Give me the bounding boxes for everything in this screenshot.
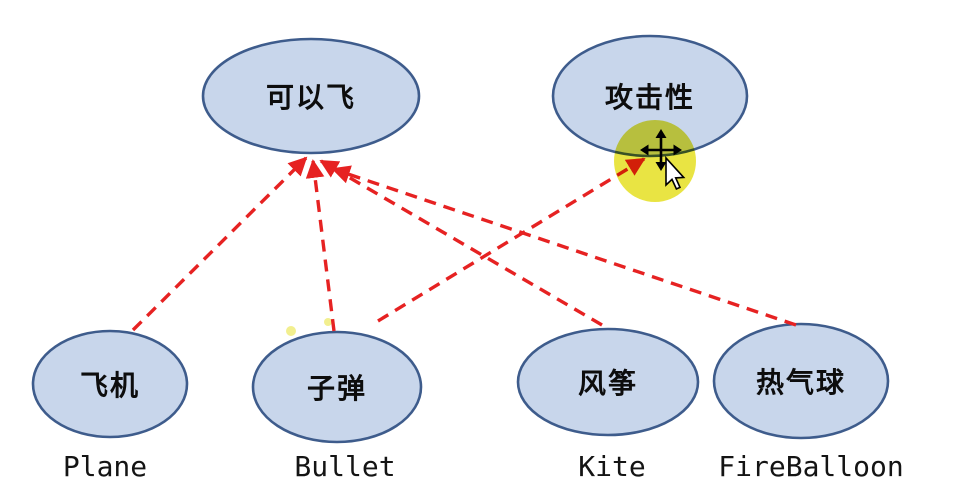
edge-bullet-to-aggressive [377,157,646,323]
edge-plane-to-can-fly [131,156,308,332]
caption-fire-balloon: FireBalloon [718,450,904,483]
node-ellipse-can-fly[interactable] [201,37,421,155]
edge-kite-to-can-fly [319,159,603,327]
edge-fire-balloon-to-can-fly [331,165,797,327]
caption-kite: Kite [578,450,646,483]
node-ellipse-kite[interactable] [516,327,700,437]
caption-bullet: Bullet [294,450,396,483]
highlight-residue [324,318,332,326]
edge-bullet-to-can-fly [305,159,336,332]
node-ellipse-bullet[interactable] [251,330,423,444]
highlight-residue [286,326,296,336]
move-cursor-icon [640,129,682,171]
caption-plane: Plane [62,450,148,483]
cursor-highlight-circle [614,120,696,202]
node-ellipse-plane[interactable] [31,329,189,439]
node-ellipse-fire-balloon[interactable] [712,322,890,440]
mouse-pointer-icon [665,155,686,191]
